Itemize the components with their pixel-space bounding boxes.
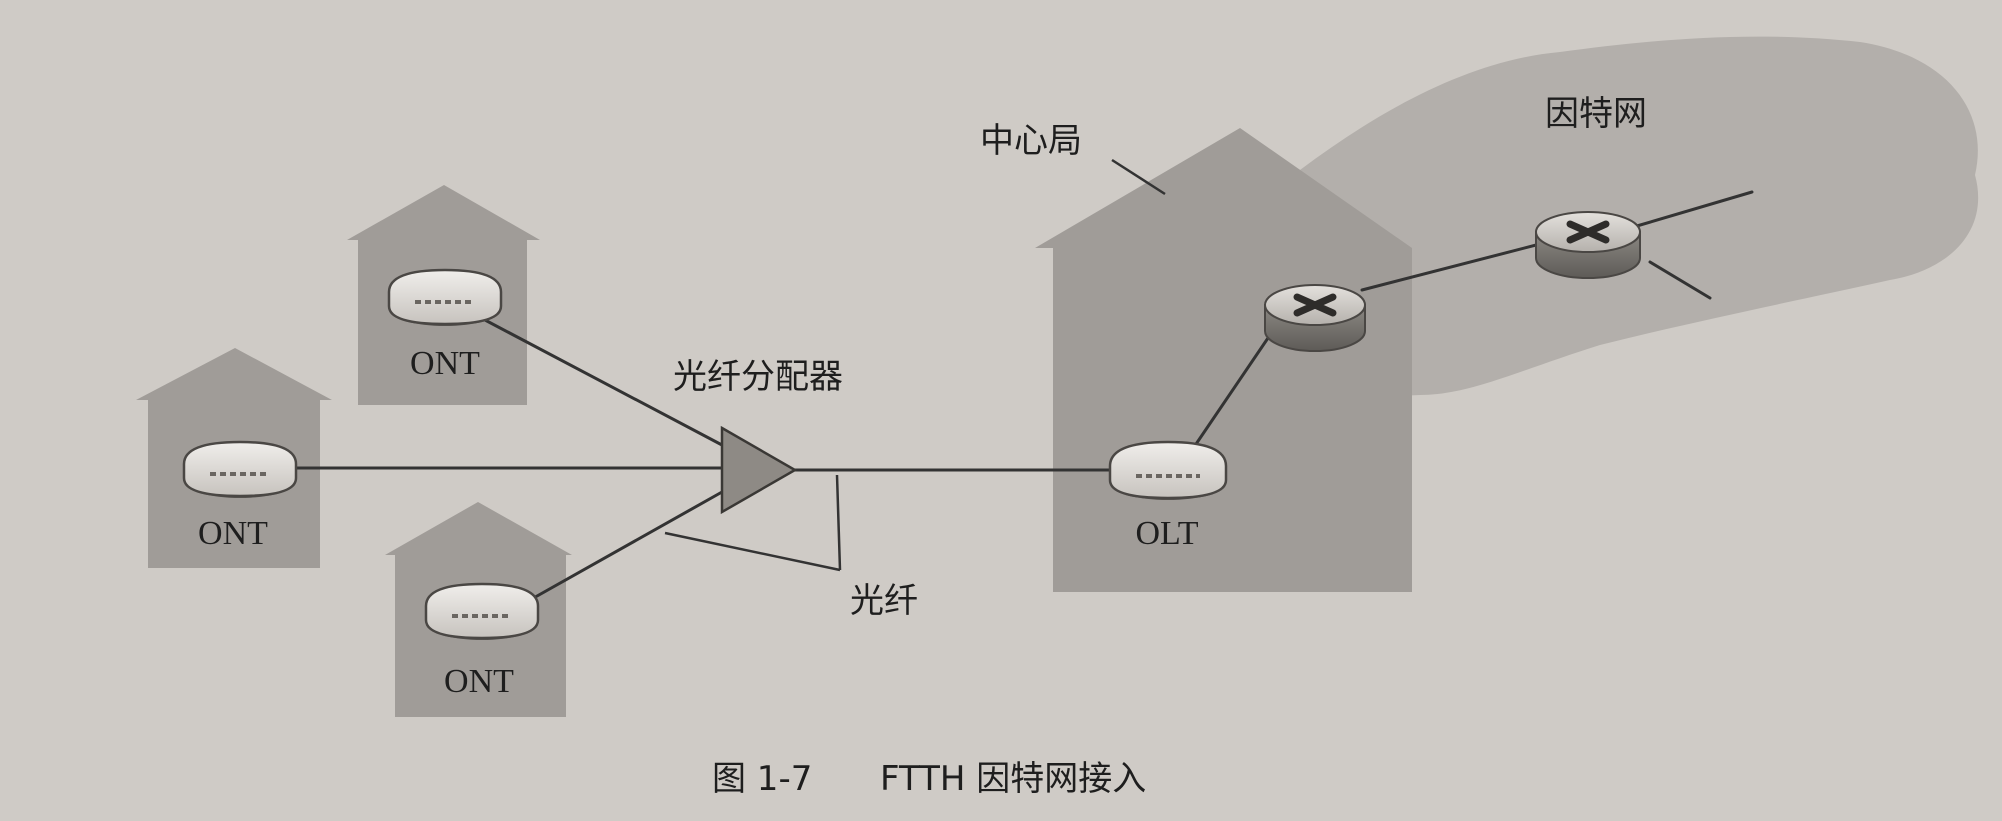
router-uplink-line-1 bbox=[1628, 190, 1754, 230]
central-office-pointer bbox=[1111, 158, 1166, 196]
router-to-router-line bbox=[1360, 242, 1542, 292]
olt-device bbox=[1108, 440, 1228, 500]
ont-label-left: ONT bbox=[198, 515, 268, 552]
ont-device-top bbox=[387, 268, 503, 326]
optical-splitter bbox=[720, 425, 798, 515]
olt-label: OLT bbox=[1136, 515, 1199, 552]
router-icon bbox=[1535, 211, 1641, 279]
fiber-label: 光纤 bbox=[850, 581, 918, 621]
fiber-line-top-ont bbox=[483, 318, 724, 447]
fiber-line-bottom-ont bbox=[528, 490, 724, 602]
figure-title: FTTH 因特网接入 bbox=[880, 759, 1146, 799]
olt-to-router-line bbox=[1190, 336, 1270, 452]
fiber-lines bbox=[288, 190, 1754, 602]
internet-label: 因特网 bbox=[1545, 94, 1647, 134]
router-uplink-line-2 bbox=[1648, 260, 1712, 300]
ont-device-bottom bbox=[424, 582, 540, 640]
fiber-pointer bbox=[664, 474, 842, 572]
figure-number: 图 1-7 bbox=[712, 759, 812, 799]
router-icon bbox=[1264, 284, 1366, 352]
ont-label-top: ONT bbox=[410, 345, 480, 382]
ont-label-bottom: ONT bbox=[444, 663, 514, 700]
splitter-label: 光纤分配器 bbox=[673, 357, 843, 397]
central-office-label: 中心局 bbox=[980, 121, 1082, 161]
ont-device-left bbox=[182, 440, 298, 498]
